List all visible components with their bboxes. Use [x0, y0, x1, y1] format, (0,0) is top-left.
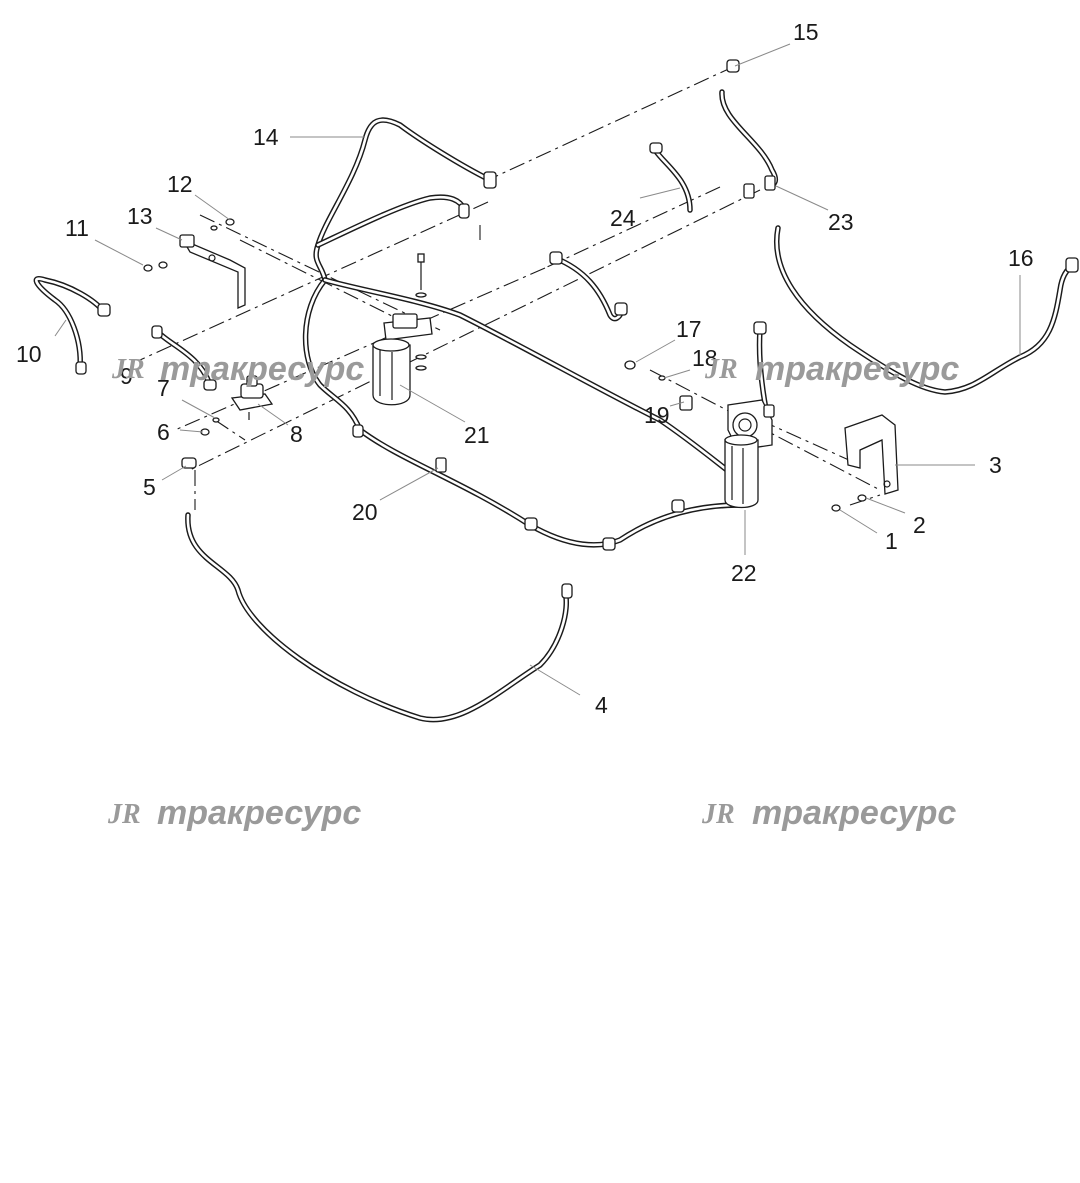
hose-14: [313, 117, 493, 283]
callout-labels: 15 14 12 11 13 10 9 7 6 5 8 20 21 24 23 …: [16, 19, 1034, 718]
callout-6: 6: [157, 419, 170, 445]
watermark-logo: JR: [111, 354, 145, 385]
callout-17: 17: [676, 316, 702, 342]
watermark-2: JR тракресурс: [704, 350, 959, 388]
callout-13: 13: [127, 203, 153, 229]
callout-10: 10: [16, 341, 42, 367]
callout-8: 8: [290, 421, 303, 447]
callout-11: 11: [65, 215, 89, 241]
watermark-text: тракресурс: [160, 350, 364, 388]
callout-2: 2: [913, 512, 926, 538]
hose-4: [185, 512, 569, 723]
leader-lines: [54, 43, 1021, 696]
fuel-filter-22: [724, 399, 775, 509]
callout-19: 19: [644, 402, 670, 428]
watermark-logo: JR: [704, 354, 738, 385]
callout-24: 24: [610, 205, 636, 231]
callout-18: 18: [692, 345, 718, 371]
callout-15: 15: [793, 19, 819, 45]
watermark-text: тракресурс: [157, 794, 361, 832]
hose-upper-mid: [552, 255, 625, 322]
callout-3: 3: [989, 452, 1002, 478]
watermark-text: тракресурс: [755, 350, 959, 388]
callout-1: 1: [885, 528, 898, 554]
fittings: [75, 59, 1079, 599]
sensor-8: [230, 375, 274, 420]
watermark-text: тракресурс: [752, 794, 956, 832]
hose-24: [652, 147, 693, 213]
callout-21: 21: [464, 422, 490, 448]
callout-16: 16: [1008, 245, 1034, 271]
callout-23: 23: [828, 209, 854, 235]
watermark-logo: JR: [701, 799, 735, 830]
watermark-3: JR тракресурс: [107, 794, 361, 832]
hose-main: [302, 277, 743, 548]
callout-22: 22: [731, 560, 757, 586]
hose-16: [774, 225, 1077, 395]
bracket-13: [179, 234, 246, 309]
callout-4: 4: [595, 692, 608, 718]
callout-9: 9: [120, 363, 133, 389]
callout-20: 20: [352, 499, 378, 525]
watermark-1: JR тракресурс: [111, 350, 364, 388]
hose-15-23: [719, 89, 779, 188]
callout-5: 5: [143, 474, 156, 500]
callout-14: 14: [253, 124, 279, 150]
callout-12: 12: [167, 171, 193, 197]
bracket-3: [844, 414, 899, 495]
hose-10: [33, 276, 107, 371]
callout-7: 7: [157, 375, 170, 401]
fuel-filter-21: [372, 253, 433, 406]
small-hardware: [143, 218, 867, 512]
watermark-logo: JR: [107, 799, 141, 830]
watermark-4: JR тракресурс: [701, 794, 956, 832]
